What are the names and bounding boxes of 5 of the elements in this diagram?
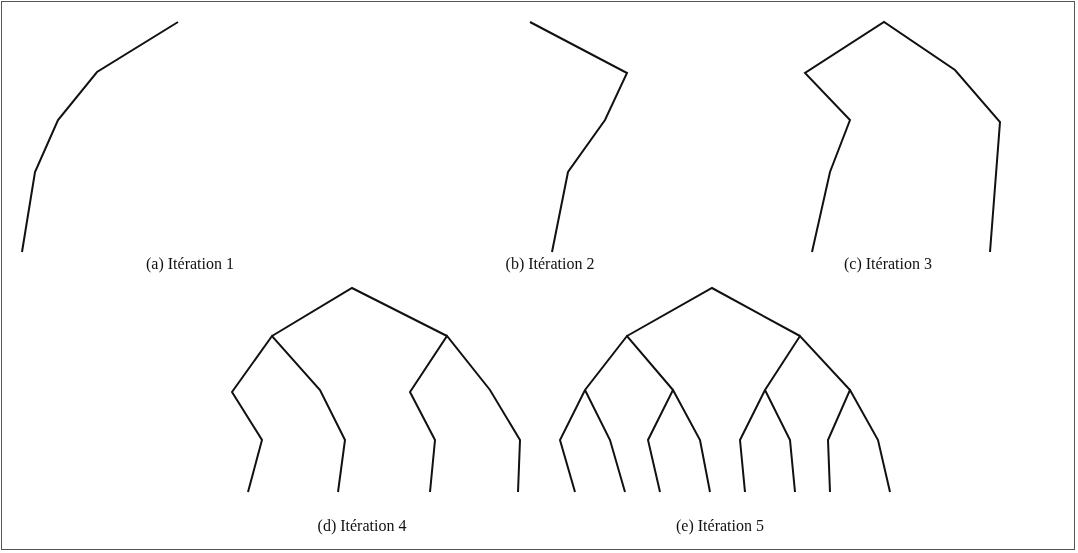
figure-caption: (b) Itération 2: [505, 255, 595, 273]
figure-caption: (c) Itération 3: [844, 255, 932, 273]
figure-caption: (e) Itération 5: [676, 517, 764, 535]
figure-caption: (d) Itération 4: [317, 517, 407, 535]
figure-caption: (a) Itération 1: [146, 255, 234, 273]
